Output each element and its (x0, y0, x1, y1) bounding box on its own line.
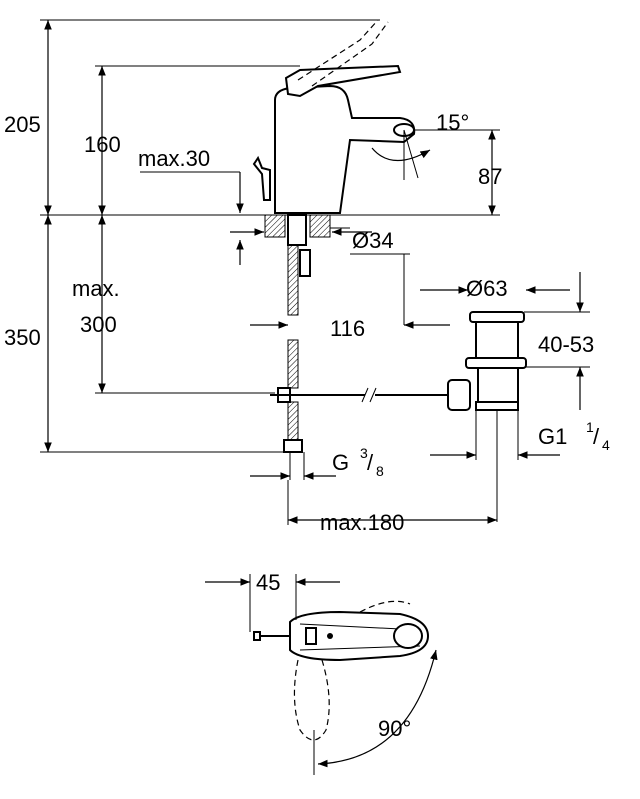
dim-34 (230, 227, 410, 255)
faucet-body (252, 19, 416, 214)
label-160: 160 (84, 132, 121, 157)
dim-160 (95, 65, 300, 215)
deck-section (264, 214, 331, 480)
label-g114-main: G1 (538, 424, 567, 449)
top-view (205, 574, 438, 775)
label-300: 300 (80, 312, 117, 337)
label-205: 205 (4, 112, 41, 137)
label-d34: Ø34 (352, 228, 394, 253)
label-g114-den: 4 (602, 437, 610, 453)
label-max: max. (72, 276, 120, 301)
label-g38-main: G (332, 450, 349, 475)
dim-g114 (430, 410, 560, 460)
label-g114: G1 1 / 4 (538, 419, 610, 453)
dim-205 (40, 19, 380, 215)
label-g38-slash: / (367, 450, 374, 475)
label-87: 87 (478, 164, 502, 189)
dim-350 (40, 215, 290, 453)
label-g38: G 3 / 8 (332, 445, 384, 479)
label-15deg: 15° (436, 110, 469, 135)
dim-40-53 (524, 272, 590, 410)
label-40-53: 40-53 (538, 332, 594, 357)
label-90deg: 90° (378, 716, 411, 741)
dim-180 (287, 480, 497, 525)
popup-rod (270, 387, 448, 403)
label-45: 45 (256, 570, 280, 595)
label-g114-slash: / (593, 424, 600, 449)
popup-waste (447, 311, 527, 522)
label-g38-num: 3 (360, 445, 368, 461)
label-116: 116 (330, 316, 365, 341)
label-g38-den: 8 (376, 463, 384, 479)
label-max30: max.30 (138, 146, 210, 171)
label-max180: max.180 (320, 510, 404, 535)
max30-leader (140, 171, 244, 265)
angle-15 (371, 129, 500, 215)
label-d63: Ø63 (466, 276, 508, 301)
dim-116 (250, 254, 450, 329)
dim-300 (95, 215, 275, 394)
label-g114-num: 1 (586, 419, 594, 435)
label-350: 350 (4, 325, 41, 350)
